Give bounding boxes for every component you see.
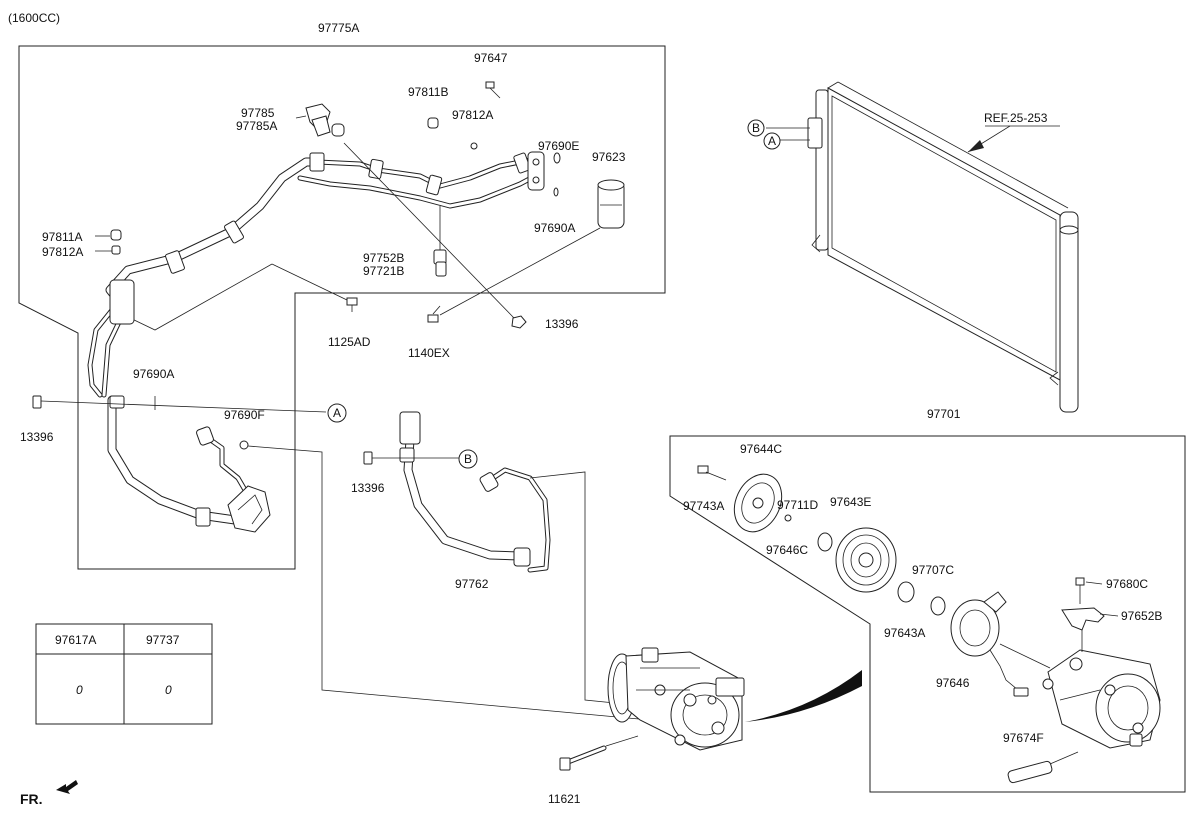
svg-text:A: A [333, 406, 341, 420]
callout-A-condenser[interactable]: A [763, 132, 781, 150]
discharge-hose-assembly[interactable] [87, 279, 271, 533]
svg-text:B: B [464, 452, 472, 466]
callout-B-condenser[interactable]: B [747, 119, 765, 137]
clip-97785[interactable] [305, 103, 331, 137]
wedge-link [745, 670, 862, 722]
label-13396-mid[interactable]: 13396 [351, 481, 385, 495]
label-97785A[interactable]: 97785A [236, 119, 277, 133]
label-97762[interactable]: 97762 [455, 577, 489, 591]
label-97785[interactable]: 97785 [241, 106, 275, 120]
callout-B-tube[interactable]: B [458, 449, 478, 469]
pulley-97643E[interactable] [835, 527, 897, 593]
label-97775A[interactable]: 97775A [318, 21, 359, 35]
label-97646C[interactable]: 97646C [766, 543, 808, 557]
nut-13396-right[interactable] [511, 315, 527, 329]
front-direction-indicator: FR. [20, 780, 78, 807]
label-13396-left[interactable]: 13396 [20, 430, 54, 444]
bolt-1125AD[interactable] [346, 297, 358, 312]
label-97707C[interactable]: 97707C [912, 563, 954, 577]
ref-arrow [967, 125, 1060, 153]
svg-text:A: A [768, 134, 776, 148]
cap-97811B[interactable] [427, 117, 439, 129]
label-ref[interactable]: REF.25-253 [984, 111, 1048, 125]
label-97711D[interactable]: 97711D [777, 498, 818, 512]
callout-A-hose[interactable]: A [327, 403, 347, 423]
label-11621[interactable]: 11621 [548, 792, 581, 806]
label-97647[interactable]: 97647 [474, 51, 508, 65]
label-97812A-left[interactable]: 97812A [42, 245, 83, 259]
cap-97811A[interactable] [110, 229, 122, 241]
field-coil-97646[interactable] [950, 591, 1029, 697]
front-arrow-icon [56, 780, 78, 794]
label-97680C[interactable]: 97680C [1106, 577, 1148, 591]
label-97690E[interactable]: 97690E [538, 139, 579, 153]
fr-label: FR. [20, 791, 43, 807]
valve-core-97812A-left[interactable] [111, 245, 121, 255]
valve-core-97812A-top[interactable] [470, 142, 478, 150]
label-97811A[interactable]: 97811A [42, 230, 82, 244]
bolt-97680C[interactable] [1075, 577, 1085, 604]
engine-label: (1600CC) [8, 11, 60, 25]
label-97646[interactable]: 97646 [936, 676, 970, 690]
pressure-switch-97674F[interactable] [1007, 751, 1079, 784]
label-97643E[interactable]: 97643E [830, 495, 871, 509]
bolt-97647[interactable] [485, 81, 501, 99]
label-97652B[interactable]: 97652B [1121, 609, 1162, 623]
svg-text:B: B [752, 121, 760, 135]
table-header-97617A: 97617A [55, 633, 96, 647]
label-13396-right[interactable]: 13396 [545, 317, 579, 331]
bolt-13396-mid[interactable] [363, 451, 373, 465]
parts-table: 97617A 97737 0 0 [35, 623, 213, 725]
label-97811B[interactable]: 97811B [408, 85, 448, 99]
bolt-97743A[interactable] [697, 465, 727, 481]
compressor[interactable] [607, 647, 745, 751]
compressor-assembly-frame [669, 435, 1186, 793]
label-97752B[interactable]: 97752B [363, 251, 404, 265]
o-ring-97690F[interactable] [239, 440, 249, 450]
bolt-1140EX[interactable] [427, 305, 441, 323]
table-header-97737: 97737 [146, 633, 180, 647]
label-97674F[interactable]: 97674F [1003, 731, 1044, 745]
label-97643A[interactable]: 97643A [884, 626, 925, 640]
label-97690F[interactable]: 97690F [224, 408, 265, 422]
suction-hose-assembly[interactable] [105, 151, 545, 305]
liquid-tube-97762[interactable] [399, 411, 551, 573]
pressure-plate-97644C[interactable] [725, 467, 790, 540]
snap-ring-97643A[interactable] [897, 581, 915, 603]
o-ring-97690A-top[interactable] [553, 187, 559, 197]
shim-97646C[interactable] [784, 514, 792, 522]
label-97721B[interactable]: 97721B [363, 264, 404, 278]
o-ring-97690E[interactable] [553, 152, 561, 164]
label-1125AD[interactable]: 1125AD [328, 335, 371, 349]
label-1140EX[interactable]: 1140EX [408, 346, 450, 360]
hose-group-frame [18, 45, 666, 570]
cap-97785b[interactable] [331, 123, 345, 137]
bearing-97707C[interactable] [930, 596, 946, 616]
label-97690A-mid[interactable]: 97690A [133, 367, 174, 381]
bolt-13396-left[interactable] [32, 395, 42, 409]
label-97644C[interactable]: 97644C [740, 442, 782, 456]
receiver-drier[interactable] [597, 179, 625, 229]
snap-ring-97711D[interactable] [817, 532, 833, 552]
condenser[interactable] [807, 81, 1079, 413]
compressor-body-right[interactable] [1042, 649, 1161, 749]
table-value-97617A: 0 [76, 683, 83, 697]
bracket-97652B[interactable] [1061, 607, 1105, 631]
bolt-11621[interactable] [559, 745, 607, 771]
label-97743A[interactable]: 97743A [683, 499, 724, 513]
table-value-97737: 0 [165, 683, 172, 697]
label-97701[interactable]: 97701 [927, 407, 961, 421]
label-97690A-top[interactable]: 97690A [534, 221, 575, 235]
label-97812A-top[interactable]: 97812A [452, 108, 493, 122]
label-97623[interactable]: 97623 [592, 150, 626, 164]
